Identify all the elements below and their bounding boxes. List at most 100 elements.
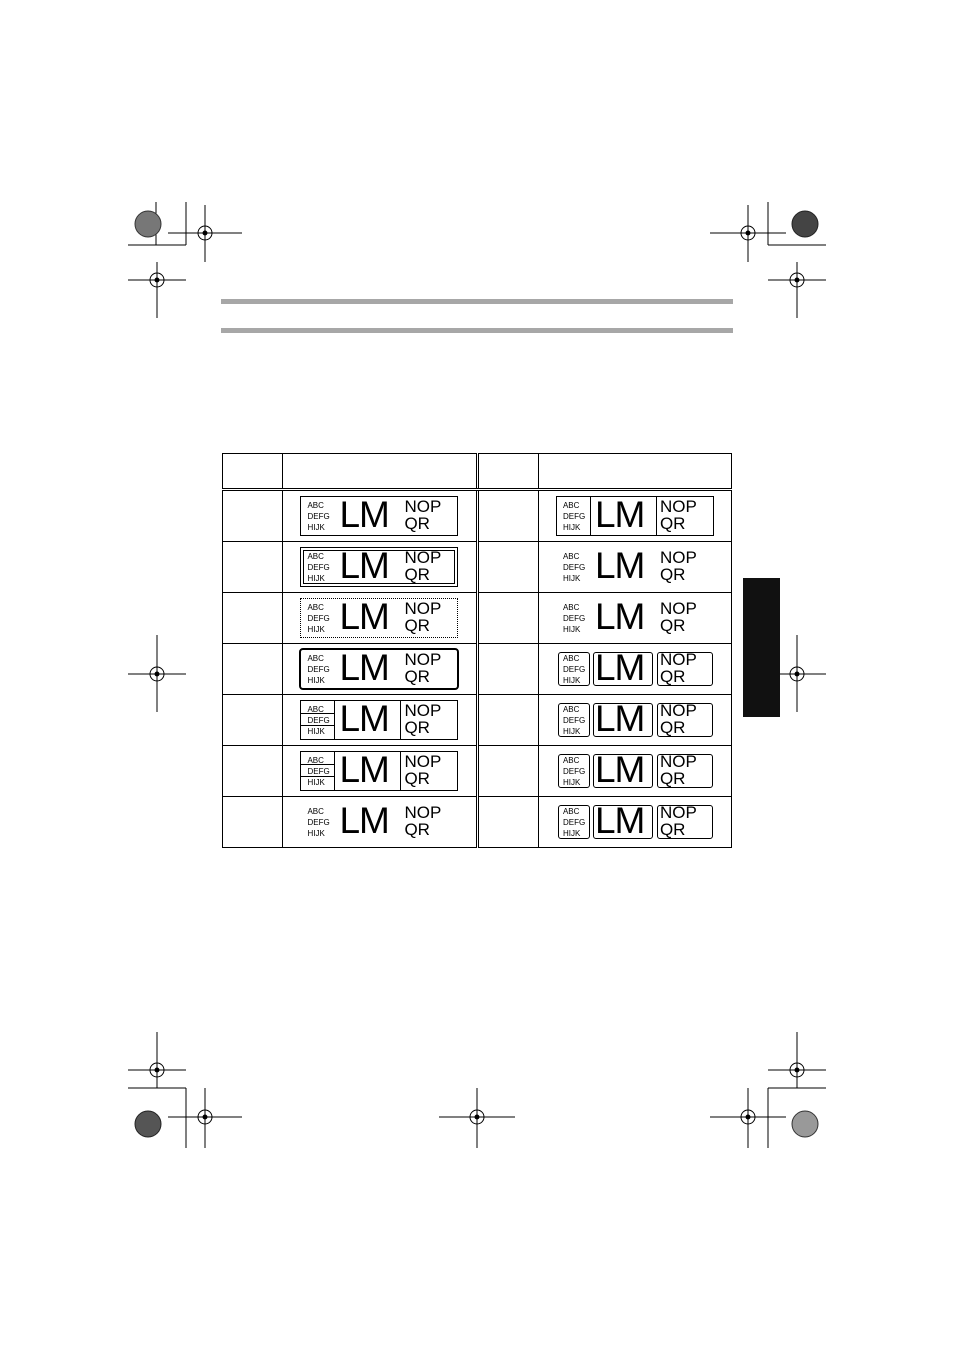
label-line-2: DEFG [562,716,586,725]
divider [400,701,402,739]
frame-sample-label: ABC DEFG HIJK LM NOP QR [300,547,459,587]
label-large-text: LM [594,547,645,586]
label-small-text-1: NOP [659,599,697,618]
frame-sample-label: ABC DEFG HIJK LM NOP QR [300,496,459,536]
frame-sample-label: ABC DEFG HIJK LM NOP QR [555,547,714,587]
sample-cell: ABC DEFG HIJK LM NOP QR [282,796,478,848]
label-line-2: DEFG [562,665,586,674]
label-small-text-1: NOP [404,803,442,822]
divider [301,713,335,714]
sample-cell: ABC DEFG HIJK LM NOP QR [282,745,478,797]
label-small-text-1: NOP [659,650,697,669]
divider [301,776,335,777]
label-large-text: LM [594,751,645,790]
label-large-text: LM [339,751,389,790]
number-cell [475,541,539,593]
label-line-2: DEFG [307,563,330,572]
number-cell [475,643,539,695]
label-large-text: LM [594,598,645,637]
label-small-text-1: NOP [659,701,697,720]
table-row: ABC DEFG HIJK LM NOP QR ABC DEFG HIJK LM… [221,694,733,746]
frame-sample-label: ABC DEFG HIJK LM NOP QR [555,802,714,842]
divider [301,725,335,726]
number-cell [221,694,284,746]
number-cell [475,796,539,848]
frame-box [557,652,590,686]
label-line-1: ABC [307,654,324,663]
number-cell [475,592,539,644]
frame-sample-label: ABC DEFG HIJK LM NOP QR [300,598,459,638]
label-small-text-2: QR [404,616,430,635]
label-line-2: DEFG [307,818,330,827]
table-row: ABC DEFG HIJK LM NOP QR ABC DEFG HIJK LM… [221,745,733,797]
number-cell [221,541,284,593]
label-line-3: HIJK [307,523,325,532]
label-line-3: HIJK [307,625,325,634]
frame-box [557,805,590,839]
label-small-text-2: QR [404,820,430,839]
label-small-text-2: QR [659,820,686,839]
label-small-text-2: QR [404,769,430,788]
label-line-2: DEFG [307,716,330,725]
header-rule-top [221,299,733,304]
label-large-text: LM [339,496,389,535]
number-cell [221,489,284,542]
label-small-text-1: NOP [404,548,442,567]
table-header-row [221,453,733,491]
divider [655,497,657,535]
label-small-text-2: QR [404,718,430,737]
frame-box [656,805,713,839]
frame-sample-label: ABC DEFG HIJK LM NOP QR [555,700,714,740]
table-row: ABC DEFG HIJK LM NOP QR ABC DEFG HIJK LM… [221,796,733,848]
number-cell [221,745,284,797]
frame-box [592,754,653,788]
frame-sample-label: ABC DEFG HIJK LM NOP QR [300,700,459,740]
label-small-text-1: NOP [659,497,697,516]
label-line-2: DEFG [562,767,586,776]
sample-cell: ABC DEFG HIJK LM NOP QR [537,796,733,848]
label-line-1: ABC [562,654,580,663]
label-small-text-2: QR [659,769,686,788]
header-cell [282,453,478,491]
label-line-3: HIJK [307,778,325,787]
sample-cell: ABC DEFG HIJK LM NOP QR [537,643,733,695]
label-line-3: HIJK [562,778,581,787]
label-line-3: HIJK [562,676,581,685]
label-large-text: LM [594,649,645,688]
label-line-2: DEFG [307,614,330,623]
frame-box [656,703,713,737]
number-cell [221,796,284,848]
number-cell [221,643,284,695]
sample-cell: ABC DEFG HIJK LM NOP QR [282,694,478,746]
frame-styles-table: ABC DEFG HIJK LM NOP QR ABC DEFG HIJK LM… [221,453,733,848]
header-cell [475,453,539,491]
label-line-1: ABC [562,756,580,765]
label-line-3: HIJK [307,727,325,736]
label-small-text-2: QR [659,718,686,737]
header-cell [537,453,733,491]
label-small-text-1: NOP [659,803,697,822]
label-large-text: LM [594,802,645,841]
label-small-text-2: QR [404,667,430,686]
sample-cell: ABC DEFG HIJK LM NOP QR [282,489,478,542]
label-line-3: HIJK [562,574,581,583]
divider [334,752,336,790]
frame-sample-label: ABC DEFG HIJK LM NOP QR [300,751,459,791]
frame-sample-label: ABC DEFG HIJK LM NOP QR [555,649,714,689]
frame-sample-label: ABC DEFG HIJK LM NOP QR [555,598,714,638]
label-large-text: LM [339,598,389,637]
number-cell [475,694,539,746]
label-small-text-2: QR [659,565,686,584]
label-line-2: DEFG [562,512,586,521]
number-cell [221,592,284,644]
header-rule-bottom [221,328,733,333]
sample-cell: ABC DEFG HIJK LM NOP QR [537,541,733,593]
label-large-text: LM [594,496,645,535]
label-line-1: ABC [307,552,324,561]
label-line-1: ABC [562,552,580,561]
label-line-1: ABC [307,705,324,714]
sample-cell: ABC DEFG HIJK LM NOP QR [537,592,733,644]
label-line-1: ABC [307,807,324,816]
label-line-2: DEFG [562,614,586,623]
